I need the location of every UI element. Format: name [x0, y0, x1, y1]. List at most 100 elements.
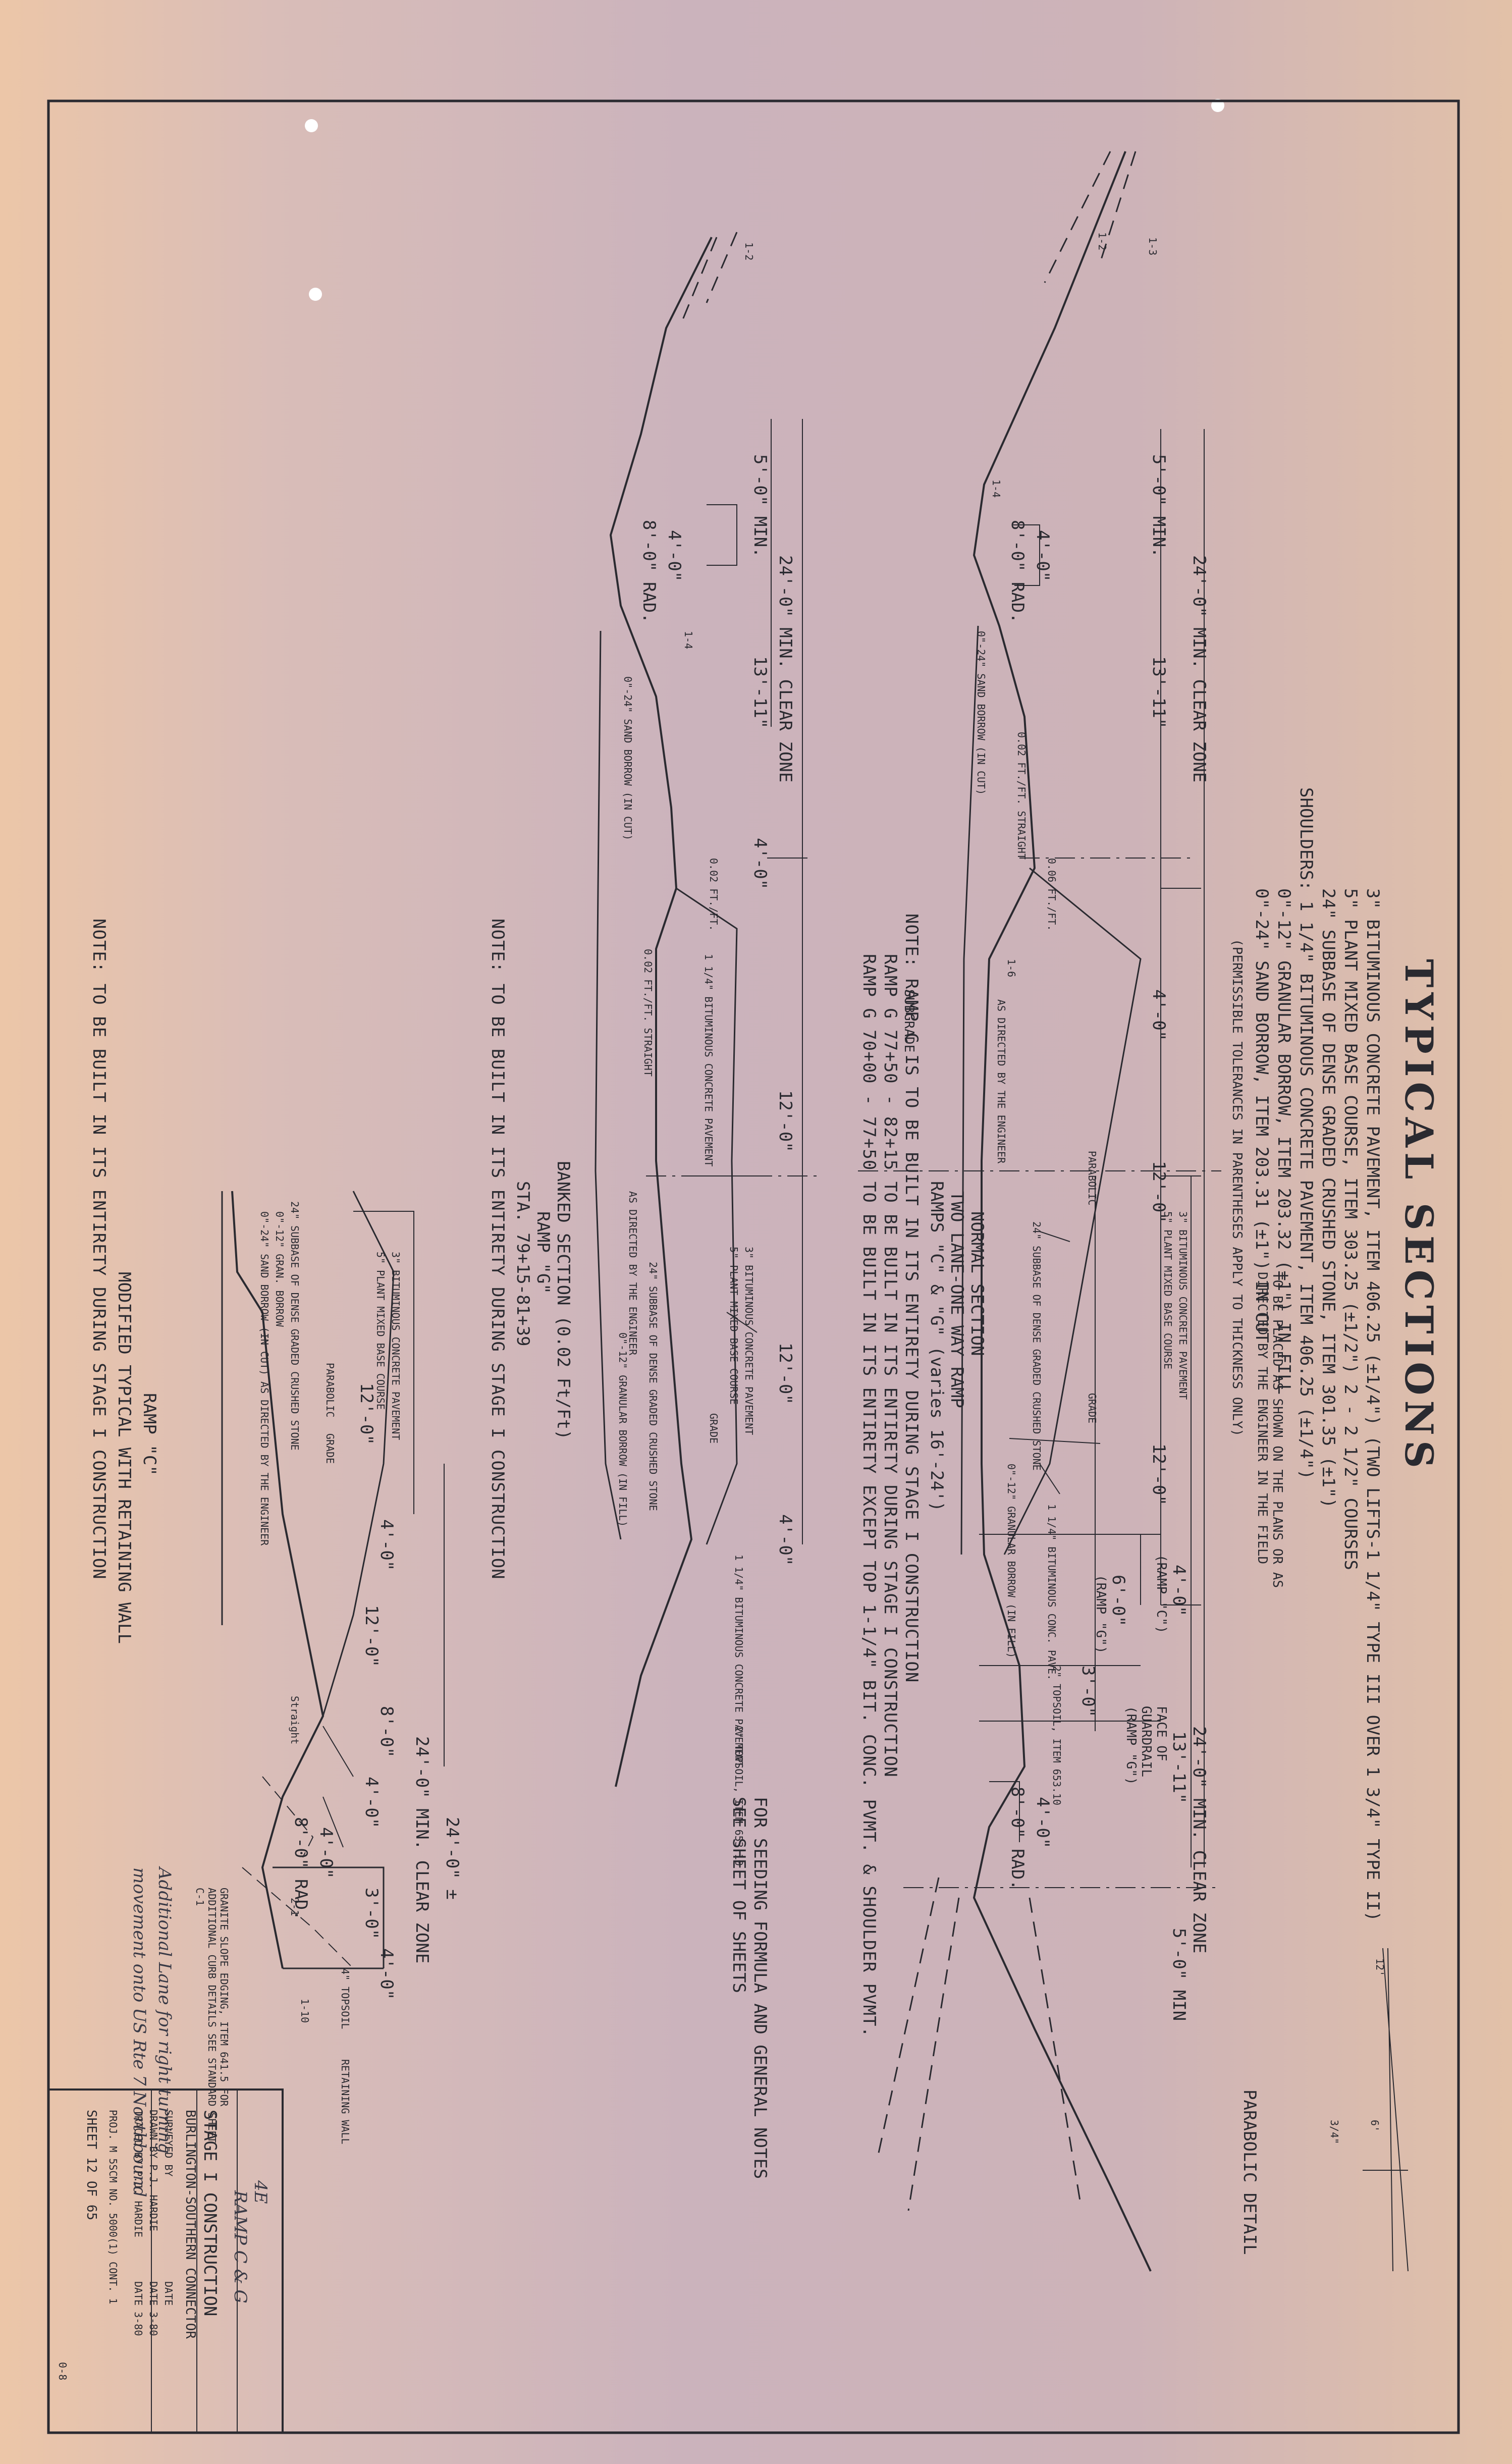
rw-gran-borrow: 0"-12" GRAN. BORROW: [274, 1211, 286, 1327]
straight-slope-label: 0.02 FT./FT. STRAIGHT: [1015, 732, 1028, 860]
banked-shoulder-pvmt: 1 1/4" BITUMINOUS CONCRETE PAVEMENT: [703, 954, 715, 1167]
slope-1-3: 1-3: [1147, 237, 1159, 256]
rw-sand-borrow: 0"-24" SAND BORROW (IN CUT) AS DIRECTED …: [258, 1211, 271, 1546]
tolerance-note: (PERMISSIBLE TOLERANCES IN PARENTHESES A…: [1229, 939, 1245, 1437]
banked-radius: 4'-0": [664, 530, 684, 582]
granular-borrow-label: 0"-12" GRANULAR BORROW (IN FILL): [1005, 1464, 1017, 1658]
note-ramp-c-1: NOTE: RAMP C IS TO BE BUILT IN ITS ENTIR…: [901, 914, 922, 1683]
normal-section-geometry: [858, 151, 1221, 2272]
rw-dim-8ft: 8'-0": [376, 1706, 397, 1758]
rw-dim-4ft: 4'-0": [376, 1519, 397, 1571]
as-directed-label: AS DIRECTED BY THE ENGINEER: [995, 999, 1007, 1164]
banked-dim-12ft-right: 12'-0": [775, 1343, 795, 1405]
plant-mixed-base-label: 5" PLANT MIXED BASE COURSE: [1162, 1211, 1174, 1370]
dim-4ft-left: 4'-0": [1149, 989, 1169, 1041]
banked-straight-slope: 0.02 FT./FT. STRAIGHT: [642, 949, 654, 1077]
title-block-date-2: DATE 3-80: [147, 2281, 159, 2336]
parabolic-mark-34: 3/4": [1328, 2120, 1340, 2145]
normal-section-caption-1: NORMAL SECTION: [967, 1211, 987, 1356]
banked-sand-borrow: 0"-24" SAND BORROW (IN CUT): [622, 676, 634, 841]
guardrail-label: FACE OF GUARDRAIL (RAMP "G"): [1123, 1706, 1169, 1785]
banked-dim-4ft-right: 4'-0": [775, 1514, 795, 1566]
punch-hole: [309, 288, 322, 301]
banked-subbase: 24" SUBBASE OF DENSE GRADED CRUSHED STON…: [647, 1262, 659, 1511]
title-block-frame: [48, 2088, 284, 2433]
title-block-stage: STAGE I CONSTRUCTION: [200, 2110, 220, 2317]
banked-topsoil: 2" TOPSOIL, ITEM 653.10: [733, 1726, 745, 1866]
slope-1-6: 1-6: [1005, 959, 1017, 978]
shoulder-pave-label: 1 1/4" BITUMINOUS CONC. PAVE.: [1046, 1504, 1058, 1681]
retaining-wall-section-geometry: [221, 1191, 445, 1969]
banked-dim-5ft: 5'-0" MIN.: [750, 454, 770, 558]
title-block-date-1: DATE: [163, 2281, 175, 2306]
grade-label: GRADE: [1086, 1393, 1098, 1424]
radius-1: 4'-0": [1033, 530, 1053, 582]
sand-borrow-label: 0"-24" SAND BORROW (IN CUT): [975, 631, 987, 795]
rw-retaining-wall: RETAINING WALL: [339, 2059, 351, 2145]
dim-5ft-left: 5'-0" MIN.: [1149, 454, 1169, 558]
ramp-c-label: (RAMP "C"): [1154, 1555, 1169, 1634]
dim-12ft-right: 12'-0": [1149, 1443, 1169, 1506]
title-block-drawn: DRAWN BY P.J. HARDIE: [147, 2110, 159, 2231]
title-block-traced: TRACED BY P.J. HARDIE: [132, 2110, 144, 2237]
banked-caption-2: RAMP "G": [533, 1211, 553, 1294]
pavement-item-3: 24" SUBBASE OF DENSE GRADED CRUSHED STON…: [1318, 888, 1338, 1509]
dim-4ft-right: 4'-0": [1169, 1565, 1189, 1617]
note-ramp-c-2: RAMP G 77+50 - 82+15 TO BE BUILT IN ITS …: [880, 954, 900, 1778]
bit-conc-pvmt-label: 3" BITUMINOUS CONCRETE PAVEMENT: [1177, 1211, 1189, 1400]
title-block-surveyed: SURVEYED BY: [163, 2110, 175, 2177]
title-block-sheet: SHEET 12 OF 65: [84, 2110, 99, 2221]
note-retaining: NOTE: TO BE BUILT IN ITS ENTIRETY DURING…: [89, 919, 109, 1580]
title-block-date-3: DATE 3-80: [132, 2281, 144, 2336]
rw-radius: 4'-0": [316, 1827, 336, 1879]
subbase-label: 24" SUBBASE OF DENSE GRADED CRUSHED STON…: [1031, 1221, 1043, 1471]
rw-dim-clear-zone: 24'-0" MIN. CLEAR ZONE: [412, 1736, 432, 1964]
rw-bit-conc: 3" BITUMINOUS CONCRETE PAVEMENT: [390, 1252, 402, 1440]
parabolic-label: PARABOLIC: [1086, 1151, 1098, 1206]
title-block-sheet-no: 0-8: [57, 2362, 69, 2381]
ramp-g-label: (RAMP "G"): [1093, 1575, 1108, 1654]
rw-straight: Straight: [289, 1696, 301, 1745]
rw-topsoil: 4" TOPSOIL: [339, 1968, 351, 2029]
banked-as-directed: AS DIRECTED BY THE ENGINEER: [627, 1191, 639, 1356]
normal-section-caption-2: TWO LANE-ONE WAY RAMP: [947, 1191, 967, 1408]
title-block-ramp-id: RAMP C & G: [230, 2190, 250, 2304]
dim-3ft: 3'-0": [1078, 1666, 1098, 1718]
title-block-mark: 4E: [250, 2180, 271, 2204]
dim-clear-zone-left: 24'-0" MIN. CLEAR ZONE: [1189, 555, 1209, 783]
parabolic-detail-label: PARABOLIC DETAIL: [1239, 2090, 1260, 2255]
rw-subbase: 24" SUBBASE OF DENSE GRADED CRUSHED STON…: [289, 1201, 301, 1451]
title-block-project-name: BURLINGTON-SOUTHERN CONNECTOR: [183, 2110, 198, 2339]
banked-caption-1: BANKED SECTION (0.02 Ft/Ft): [553, 1161, 573, 1440]
banked-dim-12ft-left: 12'-0": [775, 1090, 795, 1152]
rw-slope-2-1: 2-1: [289, 1898, 301, 1916]
radius-rad-1: 8'-0" RAD.: [1007, 520, 1028, 623]
rw-parabolic: PARABOLIC: [324, 1363, 336, 1418]
banked-grade: GRADE: [708, 1413, 720, 1444]
parabolic-mark-6: 6': [1369, 2120, 1381, 2132]
rw-dim-4ft-b: 4'-0": [361, 1777, 382, 1829]
rw-caption-ramp: RAMP "C": [139, 1393, 159, 1476]
banked-bit-conc: 3" BITUMINOUS CONCRETE PAVEMENT: [743, 1247, 755, 1435]
rw-dim-3ft: 3'-0": [361, 1888, 382, 1940]
rw-grade: GRADE: [324, 1433, 336, 1464]
placement-note: TO BE PLACED AS SHOWN ON THE PLANS OR AS…: [1255, 1272, 1285, 1588]
pavement-item-2: 5" PLANT MIXED BASE COURSE, ITEM 303.25 …: [1340, 888, 1361, 1571]
note-banked: NOTE: TO BE BUILT IN ITS ENTIRETY DURING…: [488, 919, 508, 1580]
pavement-item-1: 3" BITUMINOUS CONCRETE PAVEMENT, ITEM 40…: [1363, 888, 1383, 1921]
rw-slope-1-10: 1-10: [299, 1999, 311, 2023]
rw-dim-4ft-c: 4'-0": [376, 1948, 397, 2000]
seeding-note-1: FOR SEEDING FORMULA AND GENERAL NOTES: [750, 1797, 770, 2179]
banked-dim-13ft: 13'-11": [750, 656, 770, 729]
banked-plant-mixed: 5" PLANT MIXED BASE COURSE: [728, 1247, 740, 1405]
topsoil-label: 2" TOPSOIL, ITEM 653.10: [1051, 1666, 1063, 1805]
banked-dim-4ft-left: 4'-0": [750, 838, 770, 890]
dim-clear-zone-right: 24'-0" MIN. CLEAR ZONE: [1189, 1726, 1209, 1954]
parabolic-mark-12: 12': [1374, 1958, 1386, 1977]
banked-slope-002: 0.02 FT./FT.: [708, 858, 720, 931]
slope-1-4: 1-4: [990, 479, 1002, 498]
banked-caption-3: STA. 79+15-81+39: [513, 1181, 533, 1347]
dim-13ft-left: 13'-11": [1149, 656, 1169, 729]
